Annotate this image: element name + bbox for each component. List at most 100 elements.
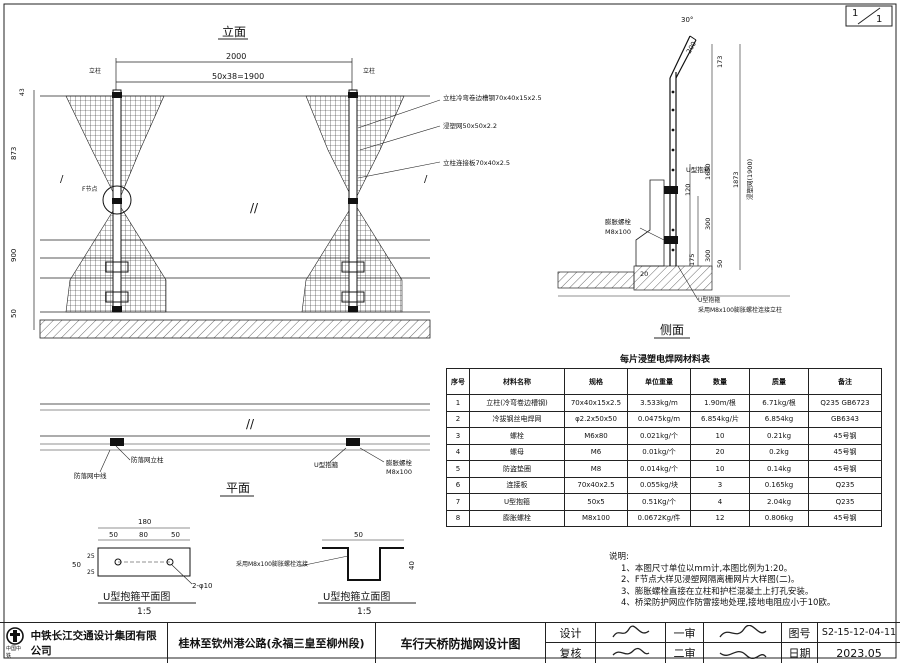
company-logo: 中国中铁 (6, 627, 25, 659)
note-item: 3、膨胀螺栓直接在立柱和护栏混凝土上打孔安装。 (621, 586, 814, 597)
dim-u-25a: 25 (87, 553, 95, 560)
u-elev-note: 采用M8x100膨胀螺栓连接 (236, 560, 308, 568)
cell: 45号钢 (808, 427, 882, 445)
cell: 连接板 (469, 476, 565, 494)
cell: 4 (690, 493, 750, 511)
cell: 3.533kg/m (627, 394, 691, 412)
material-table-title: 每片浸塑电焊网材料表 (620, 355, 711, 365)
label-side-bottom-clamp: U型抱箍 (698, 296, 720, 304)
cell: 0.0475kg/m (627, 410, 691, 428)
cell: U型抱箍 (469, 493, 565, 511)
design-label: 设计 (546, 623, 596, 643)
cell: 6.854kg/片 (690, 410, 750, 428)
cell: M6 (564, 443, 628, 461)
drawing-date: 2023.05 (836, 646, 882, 660)
dim-173: 173 (716, 56, 724, 68)
label-fence-centerline: 防落网中线 (74, 471, 107, 480)
label-connector-plate: 立柱连接板70x40x2.5 (443, 158, 510, 167)
svg-text://: // (246, 417, 255, 431)
page-total: 1 (876, 14, 882, 25)
drawing-title: 车行天桥防抛网设计图 (376, 623, 546, 663)
front-view-title: 立面 (222, 24, 246, 39)
u-elev-title: U型抱箍立面图 (323, 590, 390, 603)
front-elevation: 立面 2000 50x38=1900 立柱 立柱 43 873 900 50 /… (10, 24, 542, 339)
dim-u-50h: 50 (72, 561, 81, 569)
dim-elev-40: 40 (408, 561, 416, 570)
date-label: 日期 (782, 643, 818, 663)
cell: 45号钢 (808, 509, 882, 527)
signature-mark (719, 650, 767, 660)
cell: 7 (446, 493, 470, 511)
label-post-left: 立柱 (89, 67, 101, 75)
design-signature (596, 623, 666, 643)
dim-300a: 300 (704, 218, 712, 230)
note-item: 1、本图尺寸单位以mm计,本图比例为1:20。 (621, 563, 793, 574)
page-indicator: 1 1 (845, 5, 893, 27)
cell: 防盗垫圈 (469, 460, 565, 478)
dim-upper: 873 (10, 147, 18, 160)
label-side-bolt-size: M8x100 (605, 228, 631, 236)
cell: 0.165kg (749, 476, 809, 494)
dim-top: 43 (19, 88, 26, 96)
dim-u-25b: 25 (87, 569, 95, 576)
logo-text: 中国中铁 (6, 646, 22, 659)
review-signature (596, 643, 666, 663)
cell: GB6343 (808, 410, 882, 428)
check2-label: 二审 (666, 643, 704, 663)
dim-mesh-1900: 浸塑网(1900) (745, 159, 754, 200)
cell: 立柱(冷弯卷边槽钢) (469, 394, 565, 412)
cell: 6.71kg/根 (749, 394, 809, 412)
notes: 说明: 1、本图尺寸单位以mm计,本图比例为1:20。 2、F节点大样见浸塑网隔… (609, 552, 835, 610)
label-side-bolt: 膨胀螺栓 (605, 217, 632, 226)
dim-overall: 2000 (226, 52, 246, 61)
dim-elev-50: 50 (354, 531, 363, 539)
col-name: 材料名称 (469, 368, 565, 395)
u-clamp-plan-detail: 180 50 80 50 50 25 25 2-φ10 U型抱箍平面图 1:5 (72, 518, 213, 617)
page-number: 1 (852, 8, 858, 19)
dim-20: 20 (640, 270, 648, 278)
note-item: 2、F节点大样见浸塑网隔离栅网片大样图(二)。 (621, 575, 800, 585)
cell: 0.014kg/个 (627, 460, 691, 478)
dim-300b: 300 (704, 250, 712, 262)
label-expansion-bolt: 膨胀螺栓 (386, 458, 413, 467)
dim-u-50a: 50 (109, 531, 118, 539)
drawing-number: S2-15-12-04-11 (818, 623, 900, 643)
cell: φ2.2x50x50 (564, 410, 628, 428)
dim-175: 175 (688, 254, 696, 266)
cell: 0.51Kg/个 (627, 493, 691, 511)
cell: Q235 (808, 476, 882, 494)
dim-mesh-spacing: 50x38=1900 (212, 72, 264, 81)
notes-title: 说明: (609, 552, 629, 562)
cell: Q235 GB6723 (808, 394, 882, 412)
cell: 4 (446, 443, 470, 461)
cell: 5 (446, 460, 470, 478)
label-post-channel: 立柱冷弯卷边槽钢70x40x15x2.5 (443, 93, 542, 102)
svg-text:/: / (60, 174, 64, 185)
label-f-node: F节点 (82, 185, 97, 193)
cell: 10 (690, 460, 750, 478)
check1-signature (704, 623, 782, 643)
svg-text://: // (250, 201, 259, 215)
cell: 45号钢 (808, 460, 882, 478)
label-u-clamp: U型抱箍 (314, 460, 339, 469)
dim-base: 50 (10, 309, 18, 318)
check1-label: 一审 (666, 623, 704, 643)
cell: 3 (690, 476, 750, 494)
label-mesh: 浸塑网50x50x2.2 (443, 121, 497, 130)
check2-signature (704, 643, 782, 663)
dim-lower: 900 (10, 249, 18, 262)
cell: 2 (446, 410, 470, 428)
cell: 0.21kg (749, 427, 809, 445)
cell: 0.0672Kg/件 (627, 509, 691, 527)
cell: M8 (564, 460, 628, 478)
cell: 螺栓 (469, 427, 565, 445)
dim-u-50b: 50 (171, 531, 180, 539)
cell: 10 (690, 427, 750, 445)
cell: 6 (446, 476, 470, 494)
cell: 0.14kg (749, 460, 809, 478)
cell: 0.055kg/块 (627, 476, 691, 494)
u-clamp-elevation-detail: 50 40 采用M8x100膨胀螺栓连接 U型抱箍立面图 1:5 (236, 531, 416, 617)
